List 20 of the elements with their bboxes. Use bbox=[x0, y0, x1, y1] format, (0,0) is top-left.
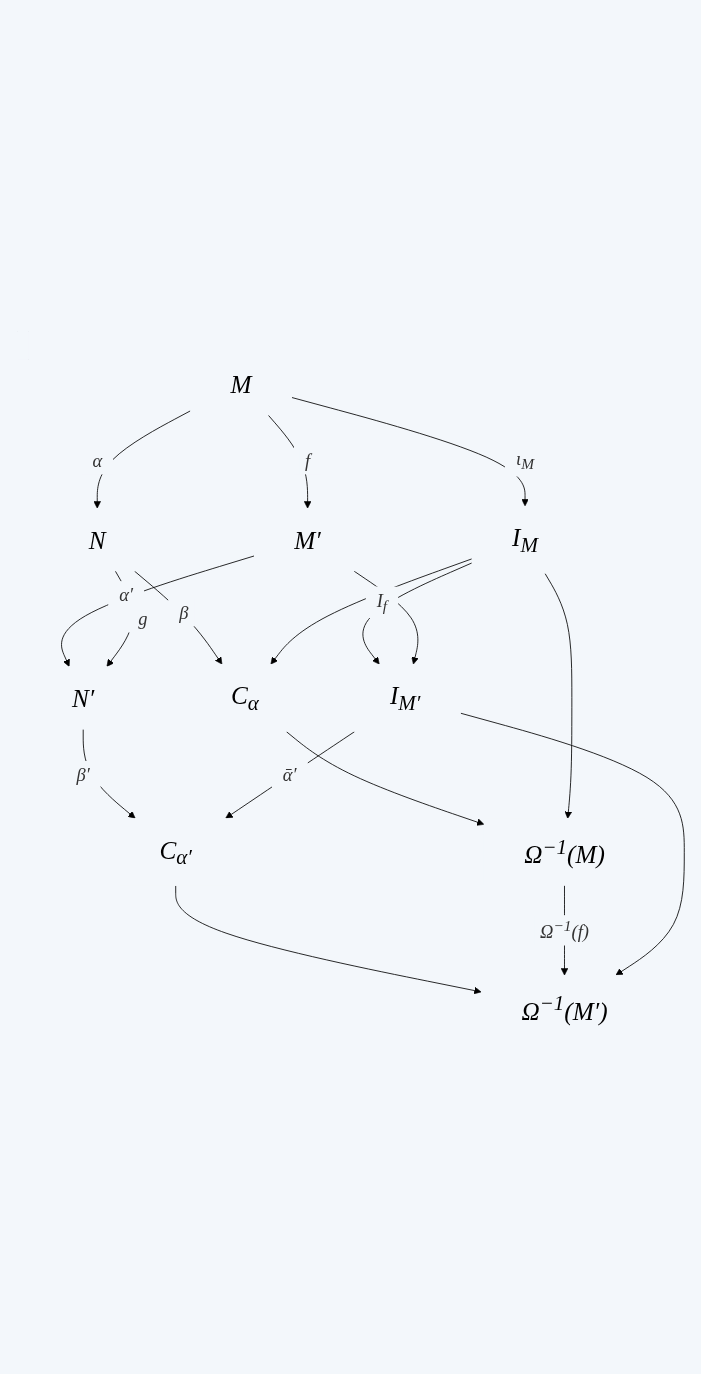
edge-label: α′ bbox=[118, 584, 133, 606]
edge-label: ι$_{M}$ bbox=[515, 448, 534, 473]
node-text: N bbox=[88, 525, 106, 554]
edge-label: ᾱ′ bbox=[282, 764, 297, 786]
edge-label: β bbox=[178, 602, 188, 624]
node-text: I$_{M′}$ bbox=[389, 681, 420, 715]
node-text: M bbox=[230, 369, 252, 398]
edge-label: β′ bbox=[76, 764, 90, 786]
node-text: C$_{α}$ bbox=[230, 681, 259, 715]
edge-label: f bbox=[304, 450, 310, 472]
node-text: N′ bbox=[71, 684, 94, 712]
edge-label: I$_{f}$ bbox=[376, 589, 387, 615]
node-text: Ω$^{−1}$(M) bbox=[523, 835, 605, 868]
node-text: M′ bbox=[293, 525, 321, 554]
node-text: Ω$^{−1}$(M′) bbox=[520, 991, 608, 1025]
edge-label: g bbox=[137, 608, 147, 630]
edge-label: Ω$^{−1}$(f) bbox=[539, 917, 589, 943]
edge-label: α bbox=[91, 450, 102, 472]
node-text: C$_{α′}$ bbox=[159, 835, 192, 869]
node-text: I$_{M}$ bbox=[511, 523, 538, 557]
